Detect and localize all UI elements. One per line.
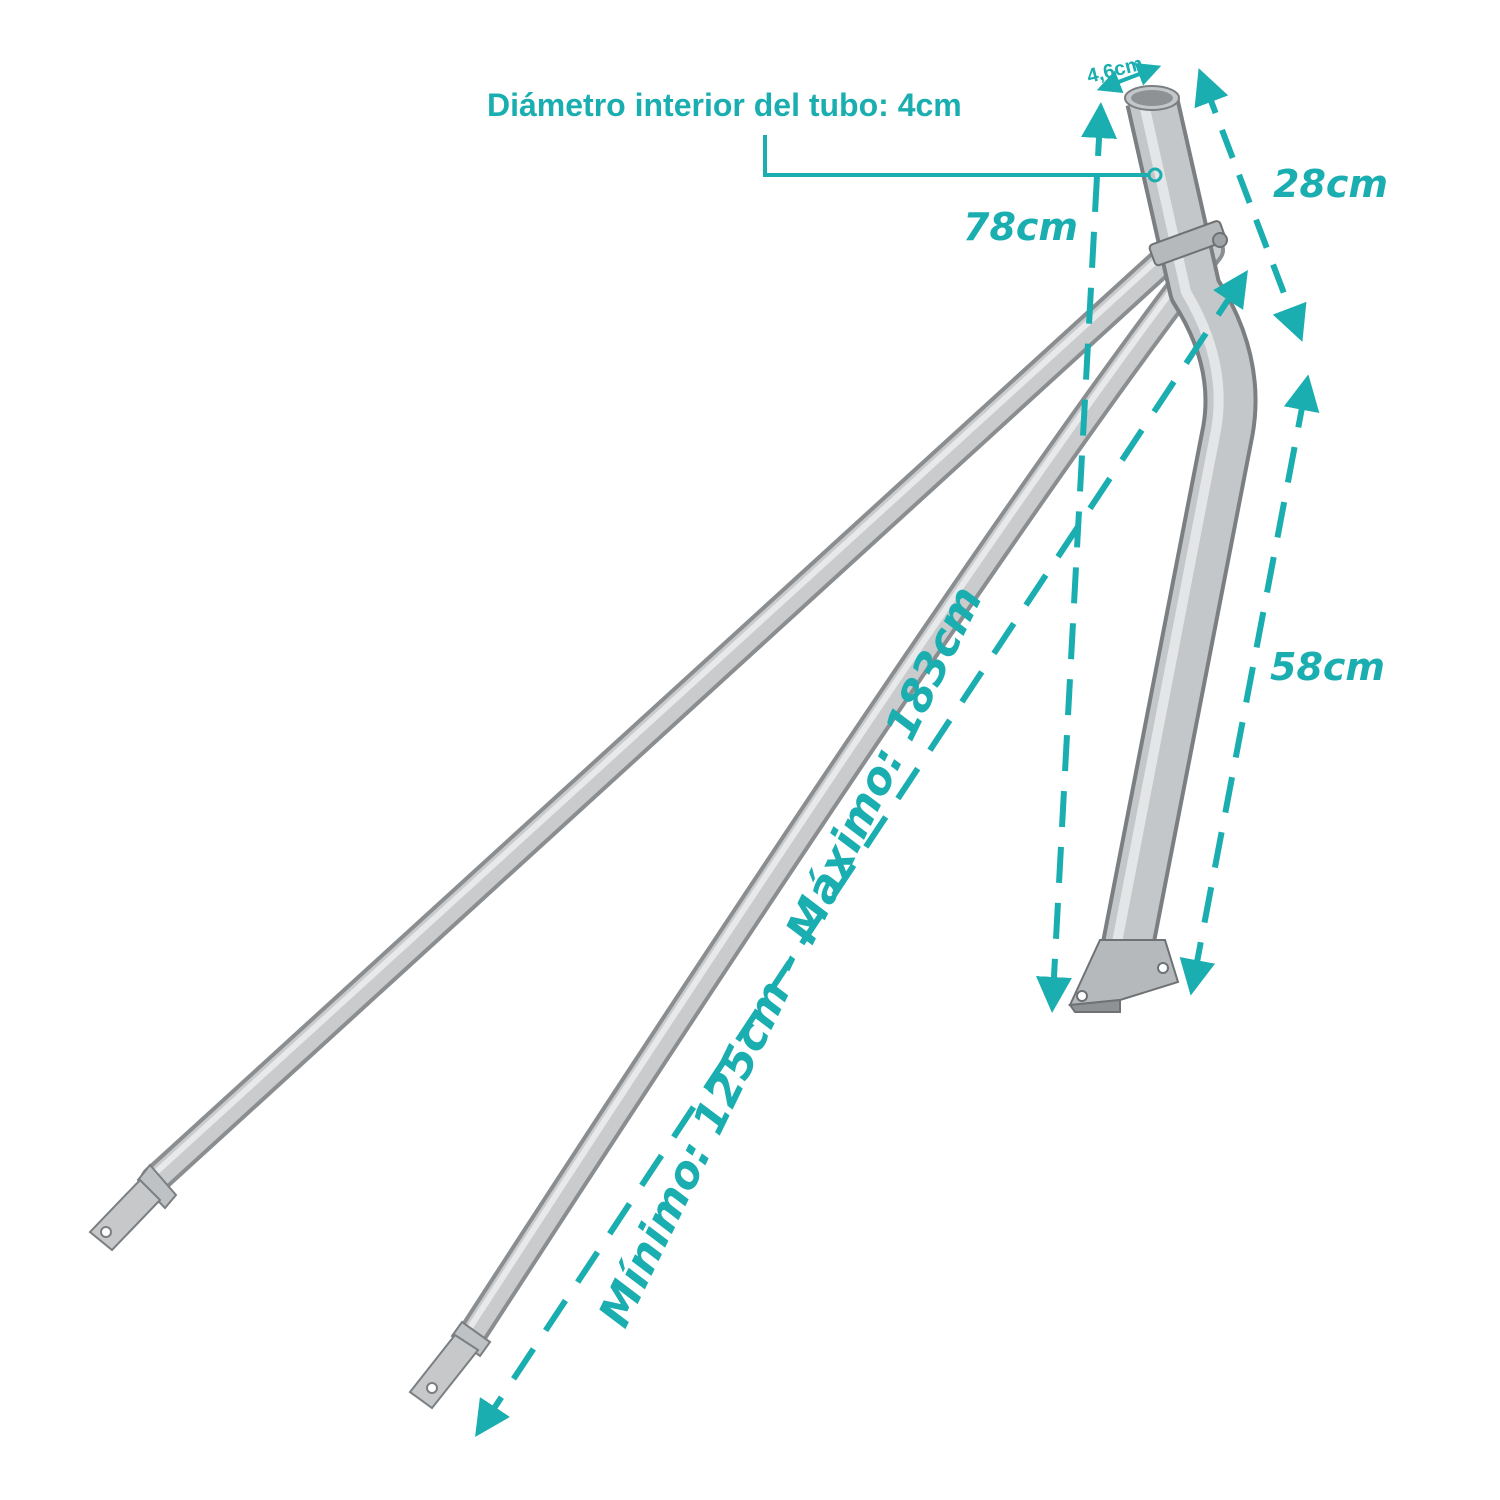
- top-length-arrow: [1194, 68, 1307, 342]
- total-height-label: 78cm: [963, 205, 1078, 249]
- strut-range-label: Mínimo: 125cm - Máximo: 183cm: [589, 578, 993, 1334]
- base-plate: [1068, 939, 1180, 1013]
- top-length-label: 28cm: [1273, 162, 1388, 206]
- outer-diameter-arrow: [1096, 63, 1162, 93]
- inner-diameter-leader: [763, 135, 1163, 183]
- lower-length-arrow: [1179, 374, 1320, 996]
- inner-diameter-label: Diámetro interior del tubo: 4cm: [487, 87, 962, 123]
- strut-range-arrow: [475, 269, 1248, 1438]
- mast-tube: [1098, 85, 1258, 966]
- lower-length-label: 58cm: [1270, 645, 1385, 689]
